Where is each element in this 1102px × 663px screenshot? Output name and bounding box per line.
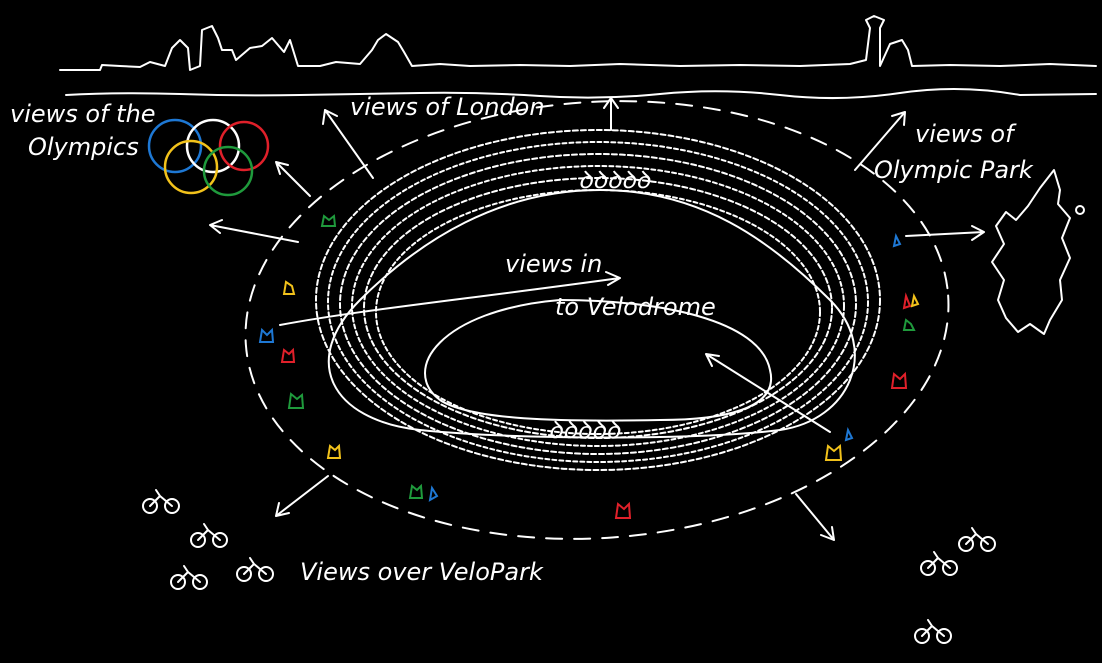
bicycle-icon <box>142 489 180 514</box>
ring-green <box>202 145 254 197</box>
olympic-rings-icon <box>147 118 270 197</box>
label-views-olympics-2: Olympics <box>28 133 139 161</box>
spectator-icons <box>258 214 920 519</box>
infield <box>424 299 773 422</box>
spectator-icon <box>282 280 296 295</box>
bicycle-icons <box>142 489 996 644</box>
spectator-icon <box>326 443 342 459</box>
ring-white <box>185 118 241 174</box>
bicycle-icon <box>190 523 228 548</box>
spectator-icon <box>614 501 632 519</box>
label-views-park-2: Olympic Park <box>874 156 1034 184</box>
label-views-london: views of London <box>350 93 545 121</box>
bicycle-icon <box>236 557 274 582</box>
spectator-icon <box>902 292 912 310</box>
label-views-velopark: Views over VeloPark <box>300 558 544 586</box>
spectator-icon <box>287 392 305 409</box>
bicycle-icon <box>920 551 958 576</box>
ring-red <box>218 120 270 172</box>
spectator-icon <box>902 318 916 331</box>
view-arrows <box>209 97 985 541</box>
label-views-olympics-1: views of the <box>10 100 156 128</box>
spectator-icon <box>910 292 920 308</box>
track-cyclists-bottom: ꝺꝺꝺꝺꝺ <box>548 416 622 444</box>
spectator-icon <box>258 327 275 343</box>
bicycle-icon <box>914 619 952 644</box>
track-cyclists-top: ꝺꝺꝺꝺꝺ <box>578 166 652 194</box>
ring-yellow <box>163 139 219 195</box>
cycling-track <box>327 189 856 439</box>
outer-boundary <box>244 100 950 540</box>
label-views-in-1: views in <box>505 250 602 278</box>
label-views-in-2: to Velodrome <box>555 293 716 321</box>
ring-blue <box>147 118 203 174</box>
spectator-icon <box>280 347 296 363</box>
spectator-icon <box>824 443 843 461</box>
london-skyline <box>59 15 1097 100</box>
spectator-icon <box>320 214 337 227</box>
spectator-icon <box>844 426 854 442</box>
spectator-icon <box>408 483 424 499</box>
label-views-park-1: views of <box>915 120 1017 148</box>
spectator-icon <box>892 232 902 248</box>
bicycle-icon <box>170 565 208 590</box>
spectator-icon <box>890 371 908 389</box>
spectator-icon <box>428 485 439 502</box>
park-map-outline-icon <box>991 169 1071 335</box>
bicycle-icon <box>958 527 996 552</box>
